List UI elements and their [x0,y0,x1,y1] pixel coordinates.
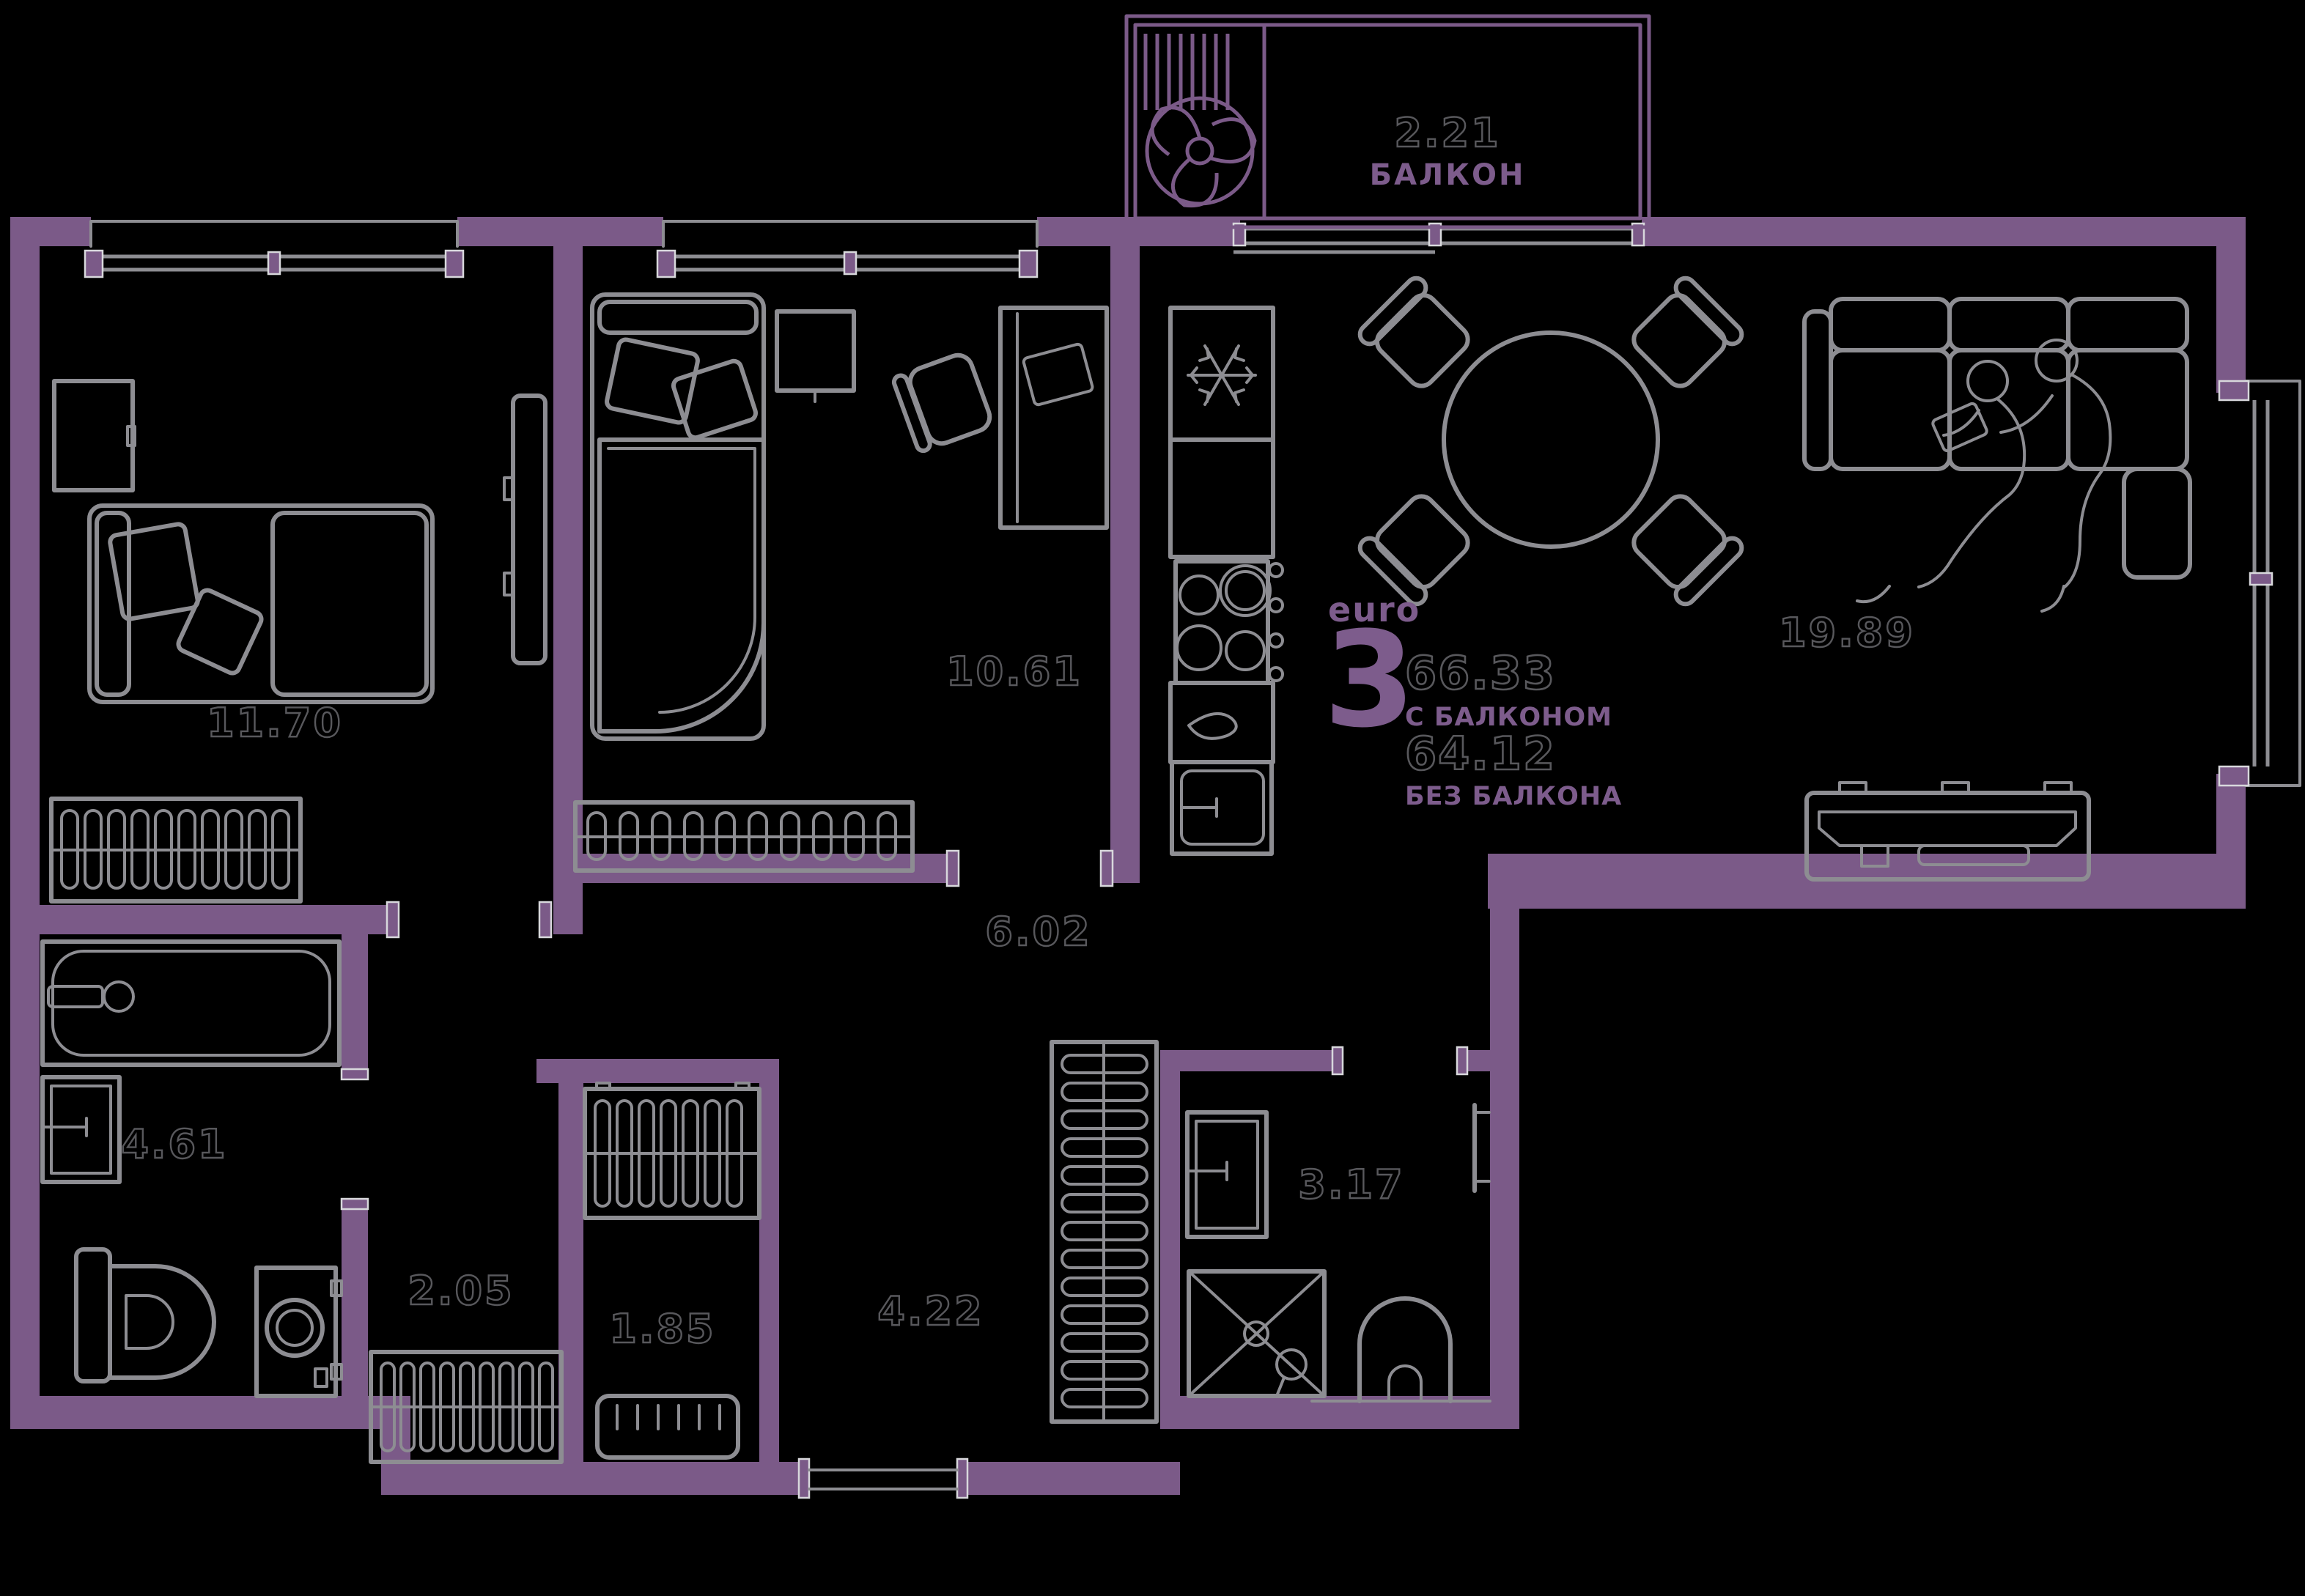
corner-sofa [1802,297,2192,580]
wardrobe-area-label: 2.05 [407,1268,514,1314]
dining-chair [1631,276,1744,388]
counter-cutting-board [1168,681,1275,764]
living-room-furniture [1802,297,2192,882]
towel-radiator [1472,1103,1491,1193]
ac-unit-panel [1133,23,1266,221]
shower-toilet [1310,1296,1491,1403]
stove [1173,559,1284,685]
tv-side-table [775,309,856,403]
balcony-area-label: 2.21 [1394,110,1500,156]
blanket [597,437,766,734]
window-living-room [2218,380,2301,787]
walls [10,217,2246,1495]
dining-set [1357,276,1744,607]
toilet [74,1247,216,1383]
shoe-bench [595,1394,740,1460]
radiator-wardrobe [369,1350,564,1464]
hallway-area-label: 6.02 [985,909,1091,955]
entry-hall-area-label: 4.22 [877,1288,984,1334]
plan-type-label: euro [1328,590,1420,629]
bed-double [87,503,435,704]
shower-room-furniture [1185,1103,1491,1403]
snowflake-icon [1187,344,1257,406]
entrance-door [808,1468,959,1490]
washing-machine [254,1266,343,1398]
kitchen-furniture [1168,306,1284,856]
window-bedroom-2 [656,220,1039,278]
radiator-hall-closet [583,1082,761,1220]
bathtub [40,939,342,1067]
bed-single [590,292,766,741]
wardrobe-furniture [369,1350,564,1464]
hall-closet-area-label: 1.85 [609,1306,715,1352]
shower-sink [1185,1110,1269,1239]
rooms-count: 3 [1324,604,1415,757]
shower-tray [1187,1269,1327,1398]
radiator-bedroom-2 [573,800,915,873]
dining-table [1442,330,1660,549]
area-with-balcony: 66.33 [1405,646,1556,700]
entry-hall-furniture [808,1040,1159,1490]
kitchen-living-area-label: 19.89 [1779,610,1915,656]
plan-info-block: euro 3 66.33 С БАЛКОНОМ 64.12 БЕЗ БАЛКОН… [1324,590,1622,811]
balcony-name-label: БАЛКОН [1370,158,1526,192]
bedroom-2-area-label: 10.61 [946,649,1083,695]
dining-chair [1631,494,1744,607]
blanket [270,511,429,697]
dining-chair [1357,276,1470,388]
people-on-sofa [1856,339,2112,613]
area-without-balcony: 64.12 [1405,727,1556,780]
kitchen-counter [1168,437,1275,559]
with-balcony-label: С БАЛКОНОМ [1405,703,1612,732]
radiator-bedroom-1 [49,797,303,904]
pillow [176,588,264,676]
fan-icon [1145,96,1257,208]
kitchen-sink [1170,760,1274,856]
fridge [1168,306,1275,442]
shower-room-area-label: 3.17 [1298,1161,1404,1208]
pillow [605,337,700,425]
desk-chair [891,352,992,454]
radiator-entry-tall [1050,1040,1159,1424]
dining-chair [1357,494,1470,607]
faucet [47,985,104,1008]
laptop [1022,342,1094,407]
bathroom-area-label: 4.61 [121,1121,227,1167]
hall-closet-furniture [583,1082,761,1460]
pillow [671,358,759,440]
bathroom-sink [40,1075,122,1184]
window-bedroom-1 [84,220,465,278]
pillow [108,522,200,621]
balcony: 2.21 БАЛКОН [1124,14,1651,229]
bedroom-1-area-label: 11.70 [207,700,343,746]
door-jambs [340,849,1469,1499]
tv-console [1804,781,2091,882]
bedroom-1-furniture [49,379,547,904]
bedroom-2-furniture [573,292,1109,873]
nightstand [52,379,135,492]
tv-bedroom-1 [503,394,547,665]
desk [998,306,1109,530]
bathroom-furniture [40,939,343,1398]
without-balcony-label: БЕЗ БАЛКОНА [1405,782,1622,811]
